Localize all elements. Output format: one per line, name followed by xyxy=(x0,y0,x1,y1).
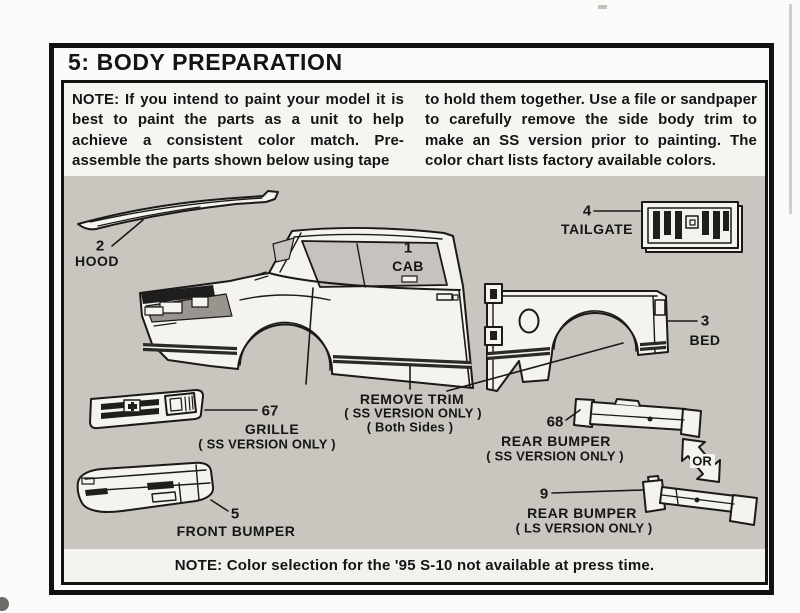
label-rear-bumper-ss-number: 68 xyxy=(546,413,564,431)
section-title: 5: BODY PREPARATION xyxy=(68,49,343,75)
content-box: NOTE: If you intend to paint your model … xyxy=(61,80,768,585)
label-grille-number: 67 xyxy=(261,402,279,420)
label-bed-number: 3 xyxy=(700,312,710,330)
label-remove-trim-line3: ( Both Sides ) xyxy=(366,419,454,435)
footer-note: NOTE: Color selection for the '95 S-10 n… xyxy=(64,549,765,582)
label-rear-bumper-ls-name: REAR BUMPER xyxy=(527,505,637,521)
label-rear-bumper-ls-number: 9 xyxy=(539,485,549,503)
label-hood-name: HOOD xyxy=(75,253,119,269)
outer-frame xyxy=(49,43,774,595)
label-grille-variant: ( SS VERSION ONLY ) xyxy=(198,436,336,452)
label-rear-bumper-ss-name: REAR BUMPER xyxy=(501,433,611,449)
label-tailgate-number: 4 xyxy=(582,202,592,220)
label-rear-bumper-ss-variant: ( SS VERSION ONLY ) xyxy=(486,448,624,464)
label-front-bumper-number: 5 xyxy=(230,505,240,523)
label-cab-number: 1 xyxy=(403,239,413,257)
label-remove-trim-line2: ( SS VERSION ONLY ) xyxy=(344,405,482,421)
label-cab-name: CAB xyxy=(392,258,424,274)
label-bed-name: BED xyxy=(689,332,721,348)
label-grille-name: GRILLE xyxy=(244,421,300,437)
label-front-bumper-name: FRONT BUMPER xyxy=(176,523,296,539)
intro-note: NOTE: If you intend to paint your model … xyxy=(64,83,765,176)
label-remove-trim-line1: REMOVE TRIM xyxy=(359,391,465,407)
label-rear-bumper-ls-variant: ( LS VERSION ONLY ) xyxy=(515,520,653,536)
label-tailgate-name: TAILGATE xyxy=(561,221,633,237)
diagram-area xyxy=(64,176,765,549)
label-hood-number: 2 xyxy=(95,237,105,255)
intro-note-left-column: NOTE: If you intend to paint your model … xyxy=(72,91,404,170)
label-or: OR xyxy=(692,453,712,469)
intro-note-right-column: to hold them together. Use a file or san… xyxy=(425,91,757,170)
